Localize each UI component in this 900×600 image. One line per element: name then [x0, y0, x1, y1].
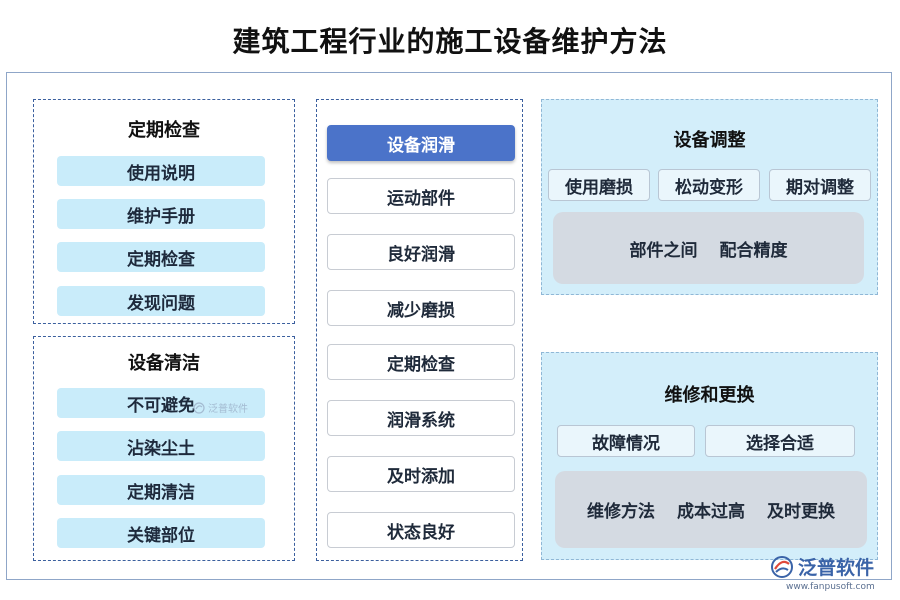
repair-tag: 选择合适 [705, 425, 855, 457]
adjustment-tag: 期对调整 [769, 169, 871, 201]
repair-panel: 维修方法 成本过高 及时更换 [555, 471, 867, 548]
brand-logo-text: 泛普软件 [798, 557, 875, 579]
middle-item: 减少磨损 [327, 290, 515, 326]
pill-item: 维护手册 [57, 199, 265, 229]
pill-item: 沾染尘土 [57, 431, 265, 461]
lubrication-header: 设备润滑 [327, 125, 515, 161]
brand-url: www.fanpusoft.com [786, 582, 875, 592]
watermark-text: 泛普软件 [208, 404, 248, 415]
adjustment-tag: 松动变形 [658, 169, 760, 201]
repair-tag: 故障情况 [557, 425, 695, 457]
pill-item: 使用说明 [57, 156, 265, 186]
middle-item: 良好润滑 [327, 234, 515, 270]
diagram-frame [6, 72, 892, 580]
page-title: 建筑工程行业的施工设备维护方法 [232, 25, 668, 58]
repair-replace-title: 维修和更换 [664, 385, 755, 406]
adjustment-panel: 部件之间 配合精度 [553, 212, 864, 284]
pill-item: 定期清洁 [57, 475, 265, 505]
panel-text: 成本过高 [677, 502, 745, 522]
middle-item: 运动部件 [327, 178, 515, 214]
pill-item: 定期检查 [57, 242, 265, 272]
middle-item: 定期检查 [327, 344, 515, 380]
pill-item: 发现问题 [57, 286, 265, 316]
middle-item: 及时添加 [327, 456, 515, 492]
adjustment-tag: 使用磨损 [548, 169, 650, 201]
brand-logo: 泛普软件 [770, 553, 874, 580]
pill-item: 不可避免 [57, 388, 265, 418]
equipment-adjustment-title: 设备调整 [673, 130, 746, 151]
middle-item: 润滑系统 [327, 400, 515, 436]
panel-text: 配合精度 [719, 240, 788, 261]
panel-text: 及时更换 [767, 502, 835, 522]
watermark: 泛普软件 [193, 400, 248, 415]
regular-inspection-title: 定期检查 [128, 120, 200, 141]
pill-item: 关键部位 [57, 518, 265, 548]
brand-logo-icon [771, 555, 793, 578]
panel-text: 部件之间 [629, 240, 698, 261]
middle-item: 状态良好 [327, 512, 515, 548]
panel-text: 维修方法 [587, 502, 655, 522]
watermark-logo-icon [193, 401, 205, 414]
equipment-cleaning-title: 设备清洁 [128, 353, 200, 374]
